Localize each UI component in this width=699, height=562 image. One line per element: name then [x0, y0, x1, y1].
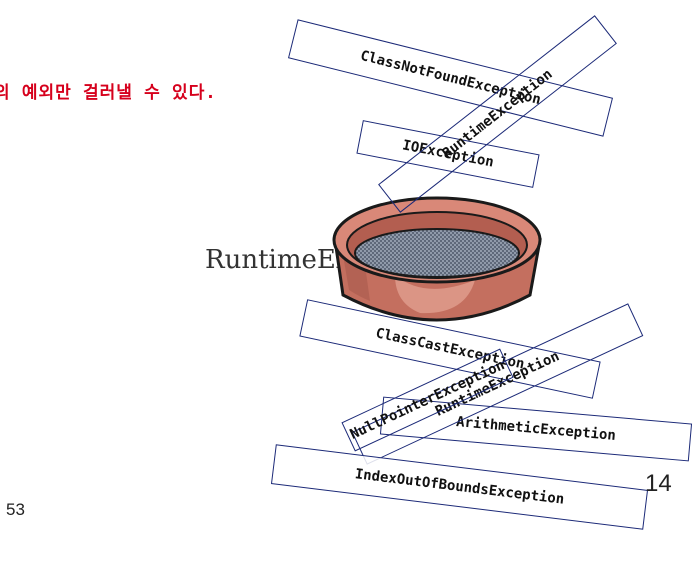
- left-number: 53: [6, 500, 25, 519]
- page-number: 14: [645, 470, 672, 497]
- sieve-icon: [332, 196, 542, 322]
- label-index-out-of-bounds-exception: IndexOutOfBoundsException: [270, 444, 649, 530]
- slide-heading-fragment: 의 예외만 걸러낼 수 있다.: [0, 83, 217, 103]
